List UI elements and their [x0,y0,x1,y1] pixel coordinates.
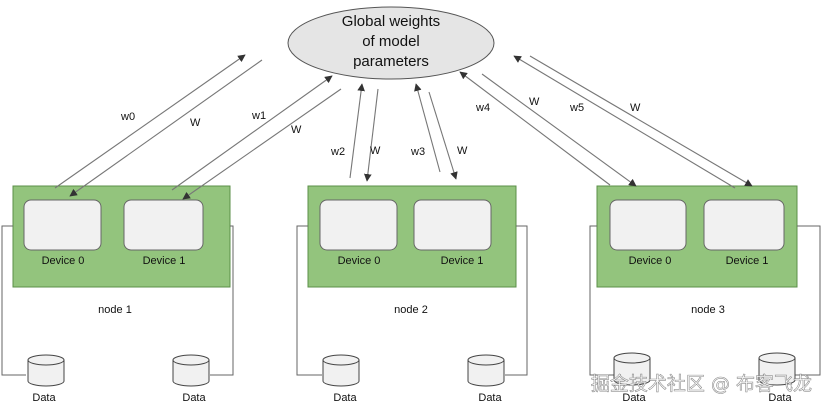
arrow-W-down-n3-d0 [481,73,637,187]
node-2-device-1-label: Device 1 [441,255,484,267]
node-3-label: node 3 [691,304,725,316]
arrow-w0-up [54,54,246,189]
server-label-line3: parameters [353,53,429,70]
label-W-n3-d0: W [529,96,540,108]
label-w3: w3 [410,146,425,158]
communication-arrows [54,54,753,200]
parameter-server: Global weights of model parameters [287,6,495,80]
node-2-data-link-right [505,225,528,376]
arrow-W-down-n1-d0 [69,59,263,197]
label-w0: w0 [120,111,135,123]
arrow-w3-up [414,83,441,173]
node-1-device-1 [123,199,204,251]
node-2-data-right-icon [467,354,505,387]
node-3-device-1 [703,199,785,251]
node-3-data-link [589,225,614,376]
parameter-server-ellipse [287,6,495,80]
node-1-data-right-label: Data [182,392,206,404]
node-1-label: node 1 [98,304,132,316]
node-1-data-left-label: Data [32,392,56,404]
node-2-label: node 2 [394,304,428,316]
node-3-data-right-label: Data [768,392,792,404]
label-W-n1-d1: W [291,124,302,136]
label-w1: w1 [251,110,266,122]
arrow-w4-up [459,71,611,186]
label-W-n2-d1: W [457,145,468,157]
node-1-data-link [1,225,26,376]
node-3-device-0 [609,199,687,251]
node-3-data-right-icon [758,352,796,386]
arrow-W-down-n3-d1 [529,55,753,187]
arrow-w1-up [171,75,333,191]
node-1-device-1-label: Device 1 [143,255,186,267]
arrow-w2-up [349,83,365,179]
server-label-line1: Global weights [342,13,440,30]
watermark: 掘金技术社区 @ 布客飞龙 [591,373,812,395]
label-W-n2-d0: W [370,145,381,157]
node-1-device-0-label: Device 0 [42,255,85,267]
node-2-device-0 [319,199,398,251]
node-3-data-left-icon [613,352,651,386]
arrow-W-down-n2-d0 [363,88,379,182]
server-label-line2: of model [362,33,420,50]
node-3-data-left-label: Data [622,392,646,404]
node-3-device-0-label: Device 0 [629,255,672,267]
arrow-w5-up [513,55,736,189]
label-w5: w5 [569,102,584,114]
arrow-labels: w0 W w1 W w2 W w3 W w4 W w5 W [120,96,641,158]
arrow-W-down-n2-d1 [428,91,458,180]
arrow-W-down-n1-d1 [182,88,342,200]
node-3-data-link-right [794,225,821,376]
node-1-data-link-right [210,225,234,376]
node-1-data-left-icon [27,354,65,387]
label-w2: w2 [330,146,345,158]
label-W-n1-d0: W [190,117,201,129]
node-2-data-right-label: Data [478,392,502,404]
label-w4: w4 [475,102,490,114]
node-3-device-1-label: Device 1 [726,255,769,267]
node-2: Device 0 Device 1 node 2 Data Data [296,185,528,404]
node-1: Device 0 Device 1 node 1 Data Data [1,185,234,404]
node-2-data-left-label: Data [333,392,357,404]
node-2-device-1 [413,199,492,251]
node-1-data-right-icon [172,354,210,387]
node-2-device-0-label: Device 0 [338,255,381,267]
node-3: Device 0 Device 1 node 3 Data Data [589,185,821,404]
label-W-n3-d1: W [630,102,641,114]
node-2-data-left-icon [322,354,360,387]
node-2-data-link [296,225,322,376]
node-1-device-0 [23,199,102,251]
